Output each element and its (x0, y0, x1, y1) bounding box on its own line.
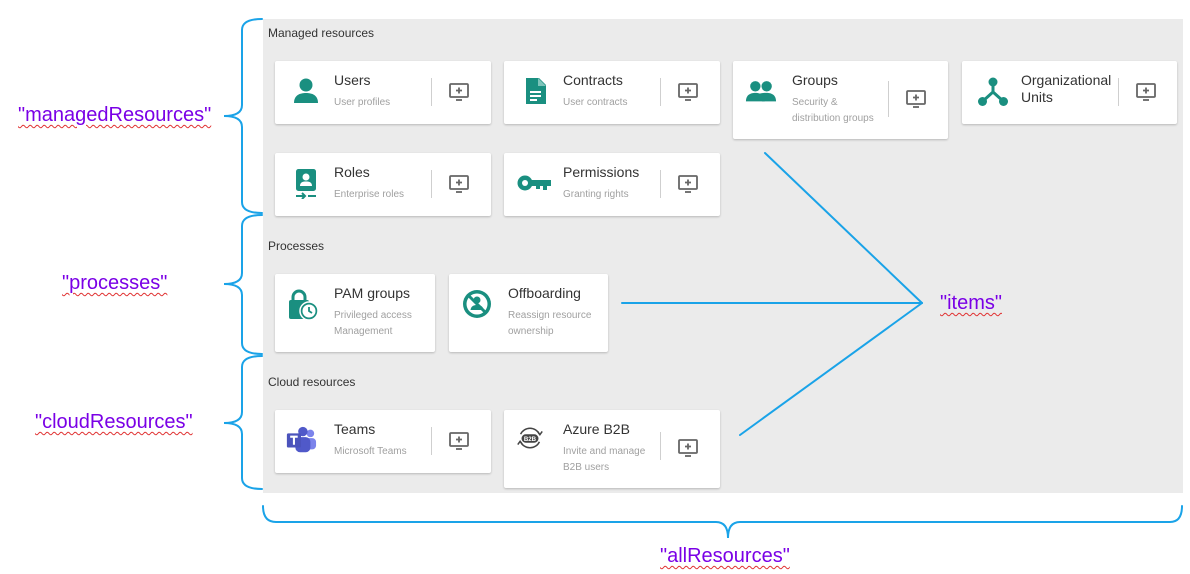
card-subtitle: Enterprise roles (334, 189, 405, 200)
user-icon (290, 75, 322, 107)
b2b-icon: B2B (514, 422, 546, 454)
card-divider (431, 78, 432, 106)
card-groups[interactable]: Groups Security & distribution groups (733, 61, 948, 139)
card-divider (660, 170, 661, 198)
card-teams[interactable]: Teams Microsoft Teams (275, 410, 491, 473)
card-title: PAM groups (334, 285, 410, 301)
section-title-cloud: Cloud resources (268, 375, 356, 389)
document-icon (519, 75, 551, 107)
label-cloud-resources: "cloudResources" (35, 411, 193, 433)
card-subtitle: User profiles (334, 97, 391, 108)
bracket-all-resources (262, 505, 1183, 539)
card-subtitle: Privileged access Management (334, 310, 412, 337)
svg-text:B2B: B2B (524, 436, 537, 443)
card-title: Teams (334, 421, 376, 437)
card-divider (888, 81, 889, 117)
lock-clock-icon (287, 289, 319, 321)
add-to-screen-icon[interactable] (676, 80, 700, 104)
group-icon (745, 75, 777, 107)
card-subtitle: Security & distribution groups (792, 97, 874, 124)
card-divider (660, 432, 661, 460)
card-divider (431, 170, 432, 198)
label-managed-resources: "managedResources" (18, 104, 212, 126)
card-azure-b2b[interactable]: B2B Azure B2B Invite and manage B2B user… (504, 410, 720, 488)
section-title-processes: Processes (268, 239, 325, 253)
card-subtitle: Invite and manage B2B users (563, 446, 646, 473)
add-to-screen-icon[interactable] (447, 80, 471, 104)
key-icon (516, 167, 552, 199)
bracket-managed-resources (223, 18, 263, 214)
card-subtitle: User contracts (563, 97, 628, 108)
add-to-screen-icon[interactable] (447, 172, 471, 196)
teams-icon (285, 424, 317, 456)
card-permissions[interactable]: Permissions Granting rights (504, 153, 720, 216)
pointer-line-groups (764, 152, 923, 304)
card-users[interactable]: Users User profiles (275, 61, 491, 124)
card-roles[interactable]: Roles Enterprise roles (275, 153, 491, 216)
card-title: Roles (334, 164, 370, 180)
card-offboarding[interactable]: Offboarding Reassign resource ownership (449, 274, 608, 352)
card-title: Contracts (563, 72, 623, 88)
card-divider (1118, 78, 1119, 106)
add-to-screen-icon[interactable] (904, 87, 928, 111)
resources-panel: Managed resources Users User profiles Co… (263, 19, 1183, 493)
card-subtitle: Granting rights (563, 189, 629, 200)
badge-icon (290, 167, 322, 199)
bracket-processes (223, 214, 263, 355)
card-title: Organizational Units (1021, 72, 1112, 105)
card-subtitle: Reassign resource ownership (508, 310, 592, 337)
card-subtitle: Microsoft Teams (334, 446, 407, 457)
label-items: "items" (940, 292, 1002, 314)
card-pam-groups[interactable]: PAM groups Privileged access Management (275, 274, 435, 352)
label-processes: "processes" (62, 272, 168, 294)
card-title: Azure B2B (563, 421, 630, 437)
hierarchy-icon (977, 75, 1009, 107)
add-to-screen-icon[interactable] (676, 436, 700, 460)
bracket-cloud-resources (223, 355, 263, 490)
pointer-line-azure-b2b (739, 302, 923, 436)
label-all-resources: "allResources" (660, 545, 790, 567)
add-to-screen-icon[interactable] (676, 172, 700, 196)
section-title-managed: Managed resources (268, 26, 375, 40)
card-title: Groups (792, 72, 838, 88)
card-title: Users (334, 72, 371, 88)
add-to-screen-icon[interactable] (1134, 80, 1158, 104)
card-title: Offboarding (508, 285, 581, 301)
card-organizational-units[interactable]: Organizational Units (962, 61, 1177, 124)
offboarding-icon (461, 288, 493, 320)
card-divider (431, 427, 432, 455)
add-to-screen-icon[interactable] (447, 429, 471, 453)
card-divider (660, 78, 661, 106)
card-title: Permissions (563, 164, 640, 180)
card-contracts[interactable]: Contracts User contracts (504, 61, 720, 124)
